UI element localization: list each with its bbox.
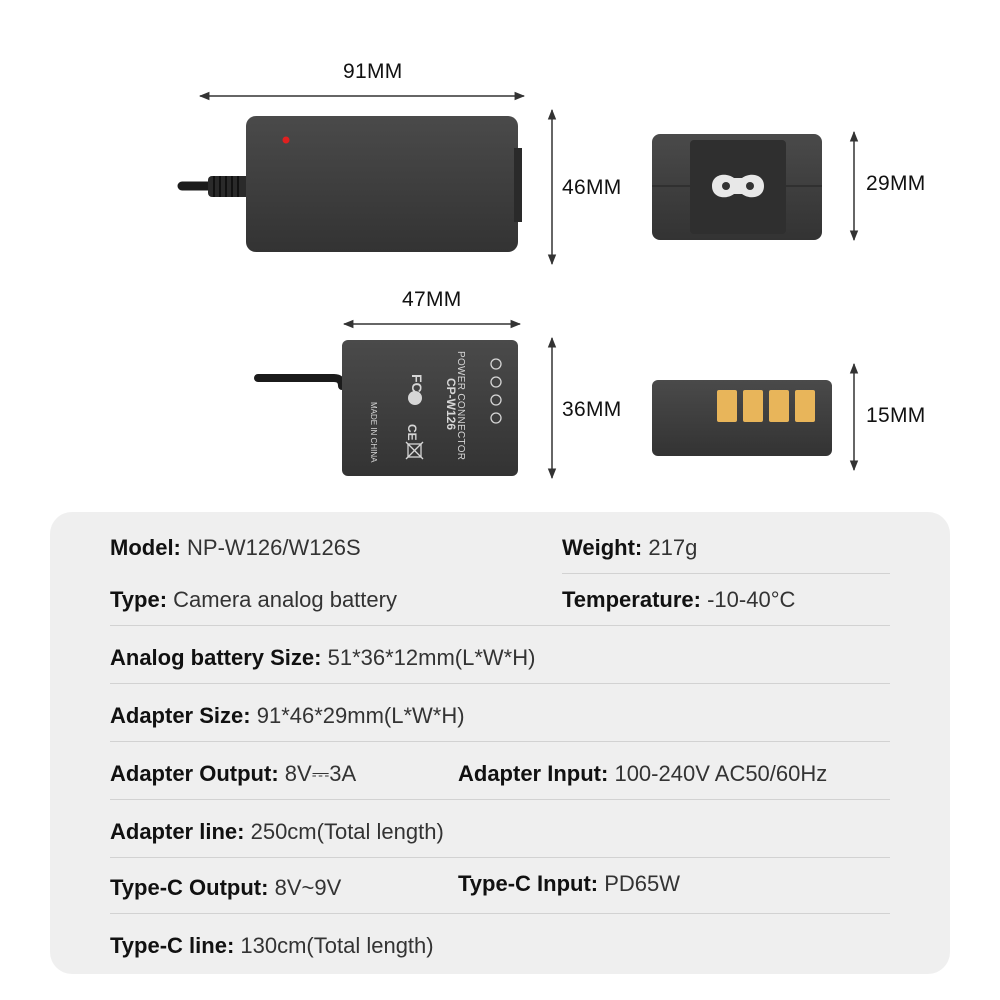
svg-text:FC: FC xyxy=(409,374,425,393)
spec-adapter-line-label: Adapter line: xyxy=(110,819,245,844)
spec-row-adapter-output-input: Adapter Output: 8V⎓3A Adapter Input: 100… xyxy=(110,748,890,800)
spec-row-model-weight: Model: NP-W126/W126S Weight: 217g xyxy=(110,522,890,574)
spec-battery-size-label: Analog battery Size: xyxy=(110,645,322,670)
specifications-card: Model: NP-W126/W126S Weight: 217g Type: … xyxy=(50,512,950,974)
spec-adapter-line-value: 250cm(Total length) xyxy=(250,819,444,844)
recycle-icon xyxy=(408,391,422,405)
spec-row-battery-size: Analog battery Size: 51*36*12mm(L*W*H) xyxy=(110,632,890,684)
battery-width-label: 36MM xyxy=(562,398,622,421)
spec-adapter-size-value: 91*46*29mm(L*W*H) xyxy=(256,703,465,728)
spec-row-typec-line: Type-C line: 130cm(Total length) xyxy=(110,920,890,972)
spec-adapter-output-label: Adapter Output: xyxy=(110,761,279,786)
adapter-side-view xyxy=(652,134,822,240)
adapter-top-view xyxy=(177,116,522,252)
row-divider xyxy=(110,625,890,626)
cable-strain-relief xyxy=(208,176,250,197)
spec-typec-output-label: Type-C Output: xyxy=(110,875,269,900)
battery-label-line2: CP-W126 xyxy=(444,378,458,431)
battery-contacts xyxy=(717,390,815,422)
fc-logo-icon: FC xyxy=(409,374,425,393)
spec-model-value: NP-W126/W126S xyxy=(187,535,361,560)
battery-top-view: FC CE xyxy=(254,340,518,476)
battery-side-view xyxy=(652,380,832,456)
spec-adapter-line: Adapter line: 250cm(Total length) xyxy=(110,806,444,858)
row-divider xyxy=(110,799,890,800)
battery-height-label: 15MM xyxy=(866,404,926,427)
spec-typec-input-label: Type-C Input: xyxy=(458,871,599,896)
battery-length-label: 47MM xyxy=(402,288,462,311)
spec-row-adapter-size: Adapter Size: 91*46*29mm(L*W*H) xyxy=(110,690,890,742)
spec-temperature-label: Temperature: xyxy=(562,587,701,612)
adapter-width-label: 46MM xyxy=(562,176,622,199)
spec-adapter-input-value: 100-240V AC50/60Hz xyxy=(614,761,828,786)
spec-typec-output: Type-C Output: 8V~9V xyxy=(110,862,341,914)
spec-battery-size-value: 51*36*12mm(L*W*H) xyxy=(327,645,536,670)
spec-typec-output-value: 8V~9V xyxy=(274,875,342,900)
spec-temperature-value: -10-40°C xyxy=(707,587,796,612)
spec-model-label: Model: xyxy=(110,535,181,560)
product-illustration: FC CE xyxy=(177,91,859,480)
row-divider xyxy=(110,913,890,914)
spec-weight-value: 217g xyxy=(648,535,698,560)
spec-type-value: Camera analog battery xyxy=(173,587,397,612)
spec-row-typec-output-input: Type-C Output: 8V~9V Type-C Input: PD65W xyxy=(110,862,890,914)
spec-adapter-size-label: Adapter Size: xyxy=(110,703,251,728)
spec-battery-size: Analog battery Size: 51*36*12mm(L*W*H) xyxy=(110,632,535,684)
spec-adapter-output-value: 8V⎓3A xyxy=(284,761,357,786)
indicator-led xyxy=(282,136,290,144)
adapter-height-label: 29MM xyxy=(866,172,926,195)
row-divider xyxy=(562,573,890,574)
svg-text:CE: CE xyxy=(405,424,419,441)
ac-socket-icon xyxy=(712,174,764,198)
spec-typec-line-label: Type-C line: xyxy=(110,933,235,958)
spec-typec-line: Type-C line: 130cm(Total length) xyxy=(110,920,434,972)
spec-typec-input-value: PD65W xyxy=(604,871,681,896)
spec-adapter-size: Adapter Size: 91*46*29mm(L*W*H) xyxy=(110,690,465,742)
spec-type: Type: Camera analog battery xyxy=(110,574,397,626)
spec-typec-input: Type-C Input: PD65W xyxy=(458,858,680,910)
spec-weight-label: Weight: xyxy=(562,535,643,560)
row-divider xyxy=(110,857,890,858)
adapter-length-label: 91MM xyxy=(343,60,403,83)
spec-typec-line-value: 130cm(Total length) xyxy=(240,933,434,958)
spec-model: Model: NP-W126/W126S xyxy=(110,522,361,574)
spec-temperature: Temperature: -10-40°C xyxy=(562,574,795,626)
battery-label-made-in: MADE IN CHINA xyxy=(369,402,378,463)
spec-adapter-input-label: Adapter Input: xyxy=(458,761,609,786)
spec-row-adapter-line: Adapter line: 250cm(Total length) xyxy=(110,806,890,858)
spec-type-label: Type: xyxy=(110,587,168,612)
spec-adapter-input: Adapter Input: 100-240V AC50/60Hz xyxy=(458,748,827,800)
spec-row-type-temperature: Type: Camera analog battery Temperature:… xyxy=(110,574,890,626)
row-divider xyxy=(110,683,890,684)
weee-bin-icon xyxy=(405,441,424,460)
ce-mark-icon: CE xyxy=(405,424,419,441)
spec-adapter-output: Adapter Output: 8V⎓3A xyxy=(110,748,356,800)
row-divider xyxy=(110,741,890,742)
spec-weight: Weight: 217g xyxy=(562,522,697,574)
